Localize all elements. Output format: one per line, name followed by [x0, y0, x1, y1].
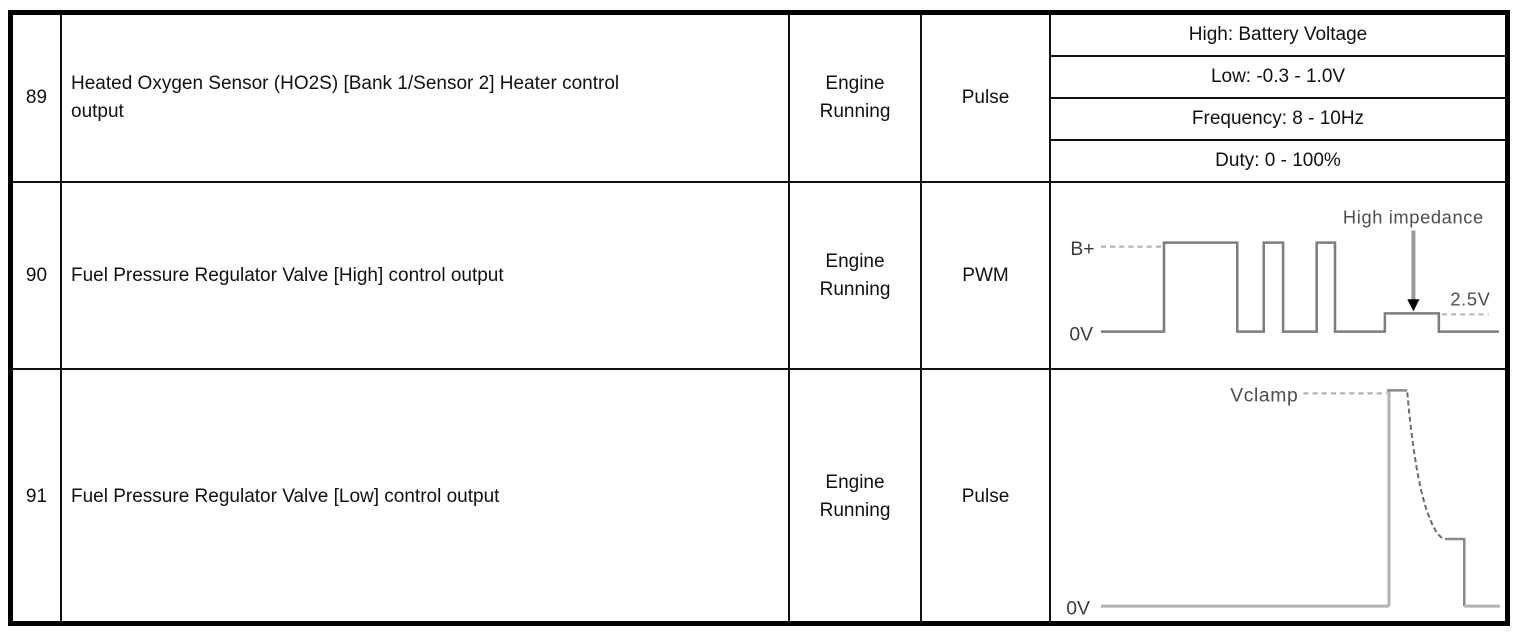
- pin-number-cell: 89: [13, 15, 62, 181]
- condition-text: Engine Running: [819, 73, 891, 122]
- condition-cell: Engine Running: [790, 15, 922, 181]
- condition-cell: Engine Running: [790, 183, 922, 368]
- pwm-waveform-svg: B+ 0V High impedance 2.5V: [1069, 206, 1499, 346]
- zero-volt-label: 0V: [1066, 597, 1090, 619]
- waveform-pwm-diagram: B+ 0V High impedance 2.5V: [1051, 183, 1505, 368]
- description-cell: Fuel Pressure Regulator Valve [Low] cont…: [62, 370, 790, 624]
- signal-type-cell: Pulse: [922, 15, 1051, 181]
- signal-type-text: PWM: [962, 264, 1009, 286]
- table-row-91: 91 Fuel Pressure Regulator Valve [Low] c…: [13, 370, 1505, 624]
- description-cell: Fuel Pressure Regulator Valve [High] con…: [62, 183, 790, 368]
- pin-number: 90: [25, 264, 48, 286]
- spec-line-low: Low: -0.3 - 1.0V: [1051, 57, 1505, 99]
- condition-text: Engine Running: [819, 250, 891, 300]
- description-text: Fuel Pressure Regulator Valve [High] con…: [71, 264, 504, 286]
- plateau-and-drop: [1444, 537, 1466, 607]
- condition-text: Engine Running: [819, 471, 891, 521]
- spec-cell: High: Battery Voltage Low: -0.3 - 1.0V F…: [1051, 15, 1505, 181]
- condition-cell: Engine Running: [790, 370, 922, 624]
- description-text: Heated Oxygen Sensor (HO2S) [Bank 1/Sens…: [71, 73, 620, 122]
- pin-number: 91: [25, 485, 48, 507]
- signal-type-cell: PWM: [922, 183, 1051, 368]
- mid-voltage-label: 2.5V: [1450, 288, 1490, 309]
- high-impedance-label: High impedance: [1343, 206, 1484, 227]
- high-impedance-arrowhead: [1407, 299, 1420, 312]
- zero-volt-label: 0V: [1069, 325, 1093, 346]
- description-text: Fuel Pressure Regulator Valve [Low] cont…: [71, 485, 500, 507]
- description-cell: Heated Oxygen Sensor (HO2S) [Bank 1/Sens…: [62, 15, 790, 181]
- pwm-waveform-line: [1100, 241, 1499, 333]
- signal-type-text: Pulse: [961, 485, 1010, 507]
- pin-number: 89: [25, 87, 48, 108]
- signal-type-text: Pulse: [961, 87, 1010, 108]
- signal-spec-table: 89 Heated Oxygen Sensor (HO2S) [Bank 1/S…: [8, 10, 1510, 626]
- vclamp-label: Vclamp: [1230, 385, 1298, 407]
- bplus-label: B+: [1070, 239, 1094, 260]
- pin-number-cell: 90: [13, 183, 62, 368]
- spec-line-high: High: Battery Voltage: [1051, 15, 1505, 57]
- waveform-pulse-diagram: Vclamp 0V: [1051, 370, 1505, 623]
- signal-type-cell: Pulse: [922, 370, 1051, 624]
- pulse-waveform-svg: Vclamp 0V: [1066, 385, 1500, 619]
- spec-line-frequency: Frequency: 8 - 10Hz: [1051, 99, 1505, 141]
- decay-curve: [1406, 392, 1446, 540]
- table-row-89: 89 Heated Oxygen Sensor (HO2S) [Bank 1/S…: [13, 15, 1505, 183]
- table-row-90: 90 Fuel Pressure Regulator Valve [High] …: [13, 183, 1505, 370]
- spec-line-duty: Duty: 0 - 100%: [1215, 150, 1341, 171]
- pin-number-cell: 91: [13, 370, 62, 624]
